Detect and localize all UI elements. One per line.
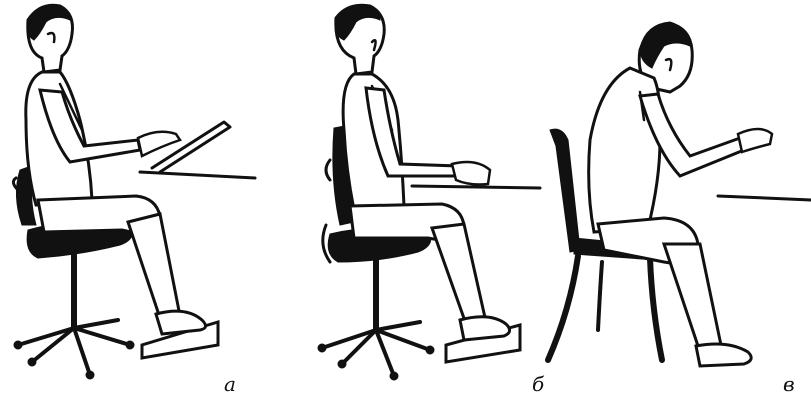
- person-a: [26, 5, 206, 334]
- person-c: [589, 22, 772, 366]
- panel-a: [13, 5, 255, 379]
- panel-label-a: а: [224, 372, 236, 396]
- panel-label-b: б: [532, 372, 544, 396]
- desk-b: [412, 186, 540, 188]
- panel-c: [548, 22, 811, 366]
- desk-c: [718, 196, 811, 200]
- person-b: [336, 5, 510, 340]
- panel-label-c: в: [783, 372, 795, 396]
- panel-b: [318, 5, 540, 380]
